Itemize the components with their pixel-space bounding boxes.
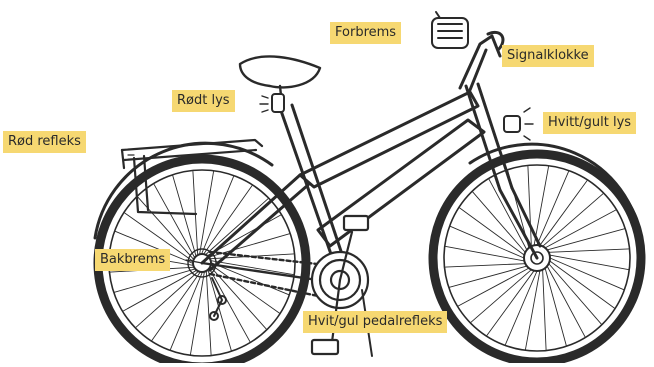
label-rear-brake: Bakbrems: [95, 249, 170, 271]
spoke: [154, 184, 194, 256]
spoke: [123, 271, 195, 311]
spoke: [208, 271, 231, 350]
spoke: [212, 263, 288, 295]
spoke: [547, 266, 585, 336]
spoke: [525, 271, 539, 350]
spoke: [550, 255, 629, 269]
spoke: [458, 268, 528, 306]
spoke: [549, 249, 629, 252]
spoke: [543, 270, 546, 350]
label-red-reflector: Rød refleks: [3, 131, 86, 153]
spoke: [487, 271, 534, 336]
handlebar: [460, 32, 503, 90]
spoke: [550, 261, 615, 308]
label-bell: Signalklokke: [502, 45, 594, 67]
spoke: [550, 258, 623, 290]
spoke: [534, 167, 548, 246]
front-brake-lever: [432, 12, 468, 48]
spoke: [445, 264, 525, 267]
spoke: [446, 246, 525, 260]
spoke: [505, 271, 537, 344]
spoke: [170, 273, 202, 349]
front-light: [504, 108, 533, 140]
spoke: [549, 264, 601, 324]
label-pedal-reflector: Hvit/gul pedalrefleks: [303, 311, 447, 333]
spoke: [471, 270, 531, 322]
spoke: [543, 194, 603, 246]
spoke: [489, 179, 527, 249]
label-red-light: Rødt lys: [172, 90, 235, 112]
spoke: [528, 166, 531, 246]
spoke: [451, 226, 524, 258]
spoke: [115, 269, 194, 292]
spoke: [540, 181, 587, 246]
spoke: [537, 172, 569, 245]
spoke: [545, 210, 615, 248]
label-front-brake: Forbrems: [330, 22, 401, 44]
spoke: [202, 177, 234, 253]
spoke: [193, 171, 198, 254]
bicycle-frame: [202, 84, 540, 280]
label-white-yellow-light: Hvitt/gult lys: [543, 112, 636, 134]
spoke: [173, 176, 196, 255]
rear-light: [260, 94, 284, 112]
